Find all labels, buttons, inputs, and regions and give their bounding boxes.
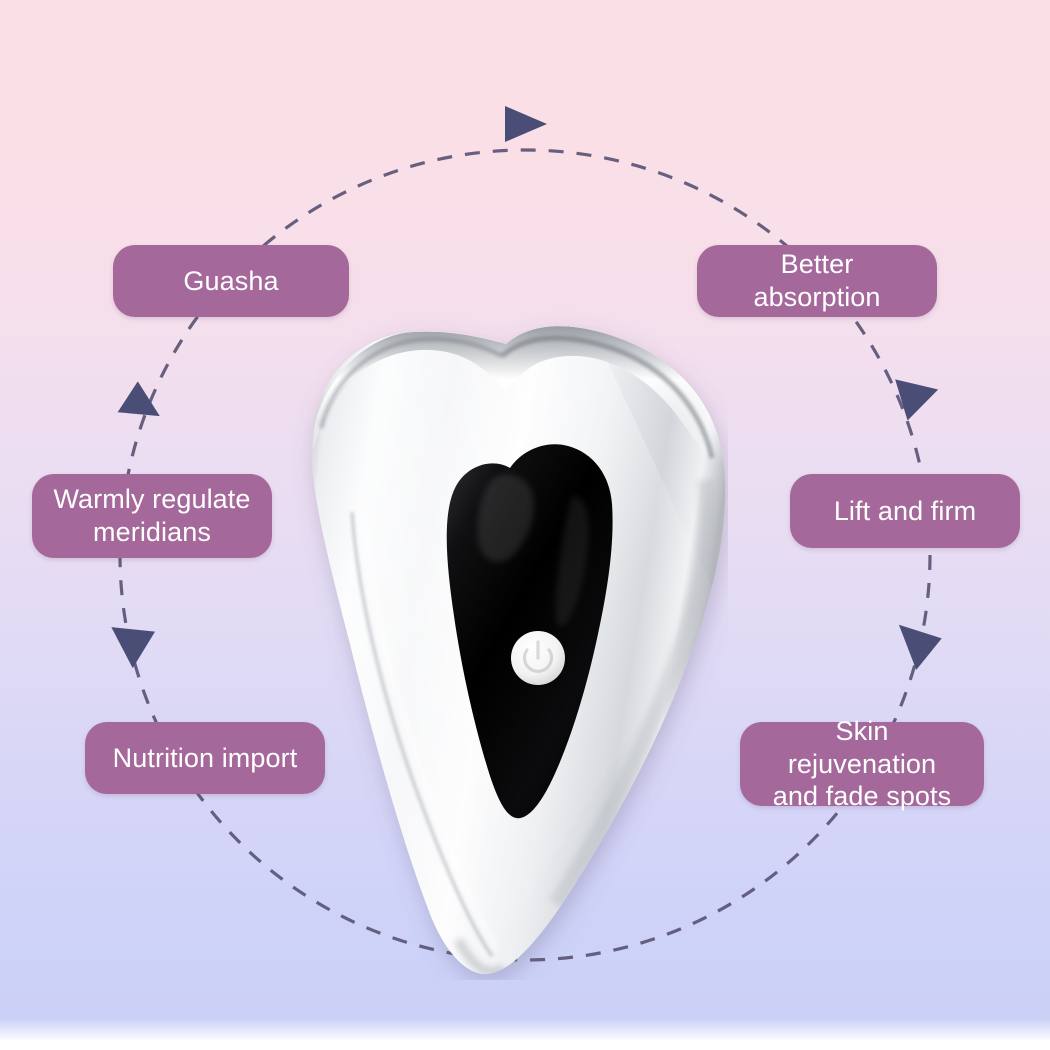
feature-pill-better-absorption[interactable]: Better absorption — [697, 245, 937, 317]
feature-label-warmly-regulate-meridians: Warmly regulate meridians — [53, 484, 251, 547]
panel-gloss-right — [555, 495, 589, 627]
feature-label-lift-and-firm: Lift and firm — [833, 495, 977, 526]
feature-label-skin-rejuvenation: Skin rejuvenation and fade spots — [772, 715, 952, 812]
top-edge-reflection-right — [500, 335, 715, 459]
feature-pill-warmly-regulate-meridians[interactable]: Warmly regulate meridians — [32, 474, 272, 558]
arrow-lower-right-icon — [898, 624, 942, 670]
feature-label-guasha: Guasha — [183, 265, 279, 296]
top-edge-reflection-left — [318, 336, 504, 429]
left-contour-highlight — [361, 513, 501, 952]
feature-label-better-absorption: Better absorption — [753, 249, 881, 312]
panel-gloss-upper — [477, 474, 535, 563]
product-image-gua-sha-device: CkeyiN® — [288, 300, 728, 980]
feature-pill-guasha[interactable]: Guasha — [113, 245, 349, 317]
power-icon — [522, 640, 554, 673]
top-rim-highlight — [312, 326, 724, 467]
power-button-face[interactable] — [511, 631, 565, 685]
left-contour-crease — [350, 511, 494, 957]
arrow-lower-left-icon — [111, 627, 156, 669]
feature-label-nutrition-import: Nutrition import — [112, 742, 298, 773]
arrow-upper-right-icon — [895, 379, 939, 421]
right-edge-shading — [549, 479, 716, 909]
feature-pill-skin-rejuvenation[interactable]: Skin rejuvenation and fade spots — [740, 716, 984, 811]
feature-pill-lift-and-firm[interactable]: Lift and firm — [790, 474, 1020, 548]
feature-pill-nutrition-import[interactable]: Nutrition import — [85, 722, 325, 794]
device-illustration — [311, 326, 726, 975]
tip-shading — [454, 937, 507, 975]
power-button[interactable] — [511, 631, 565, 685]
arrow-top-icon — [505, 106, 547, 142]
arrow-upper-left-icon — [117, 381, 160, 417]
